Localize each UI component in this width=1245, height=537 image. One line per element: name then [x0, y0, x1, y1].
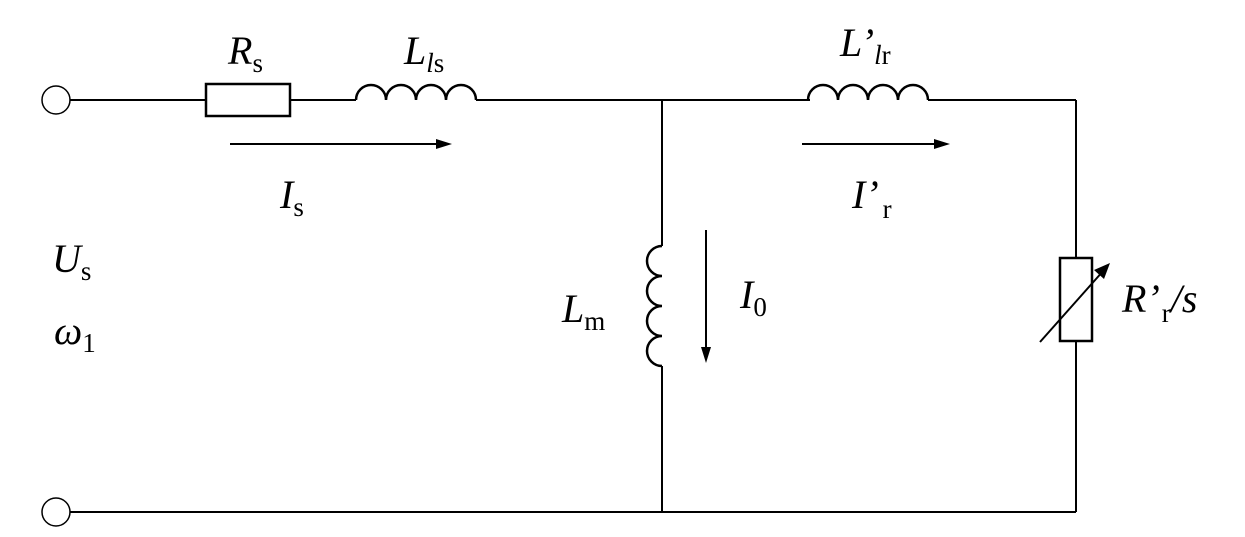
input-terminal-bottom	[41, 497, 71, 527]
label-rs: Rs	[227, 28, 263, 78]
current-arrow-i0-head	[701, 347, 711, 363]
label-w1: ω1	[54, 308, 96, 358]
label-ir: I’r	[851, 172, 892, 224]
variable-resistor-arrow-head	[1094, 263, 1110, 279]
resistor-rs	[204, 82, 292, 118]
label-us: Us	[52, 236, 91, 286]
label-llr: L’lr	[839, 20, 891, 70]
variable-resistor-arrow-line	[1039, 269, 1105, 343]
label-i0: I0	[739, 272, 767, 322]
current-arrow-ir-head	[934, 139, 950, 149]
variable-resistor-rr	[1058, 256, 1094, 343]
inductor-lls	[354, 83, 478, 101]
inductor-lm	[645, 244, 663, 368]
label-lls: Lls	[403, 28, 444, 78]
label-is: Is	[279, 172, 304, 222]
input-terminal-top	[41, 85, 71, 115]
inductor-llr	[806, 83, 930, 101]
current-arrow-is-head	[436, 139, 452, 149]
label-rr: R’r/s	[1121, 276, 1197, 328]
label-lm: Lm	[561, 286, 605, 336]
